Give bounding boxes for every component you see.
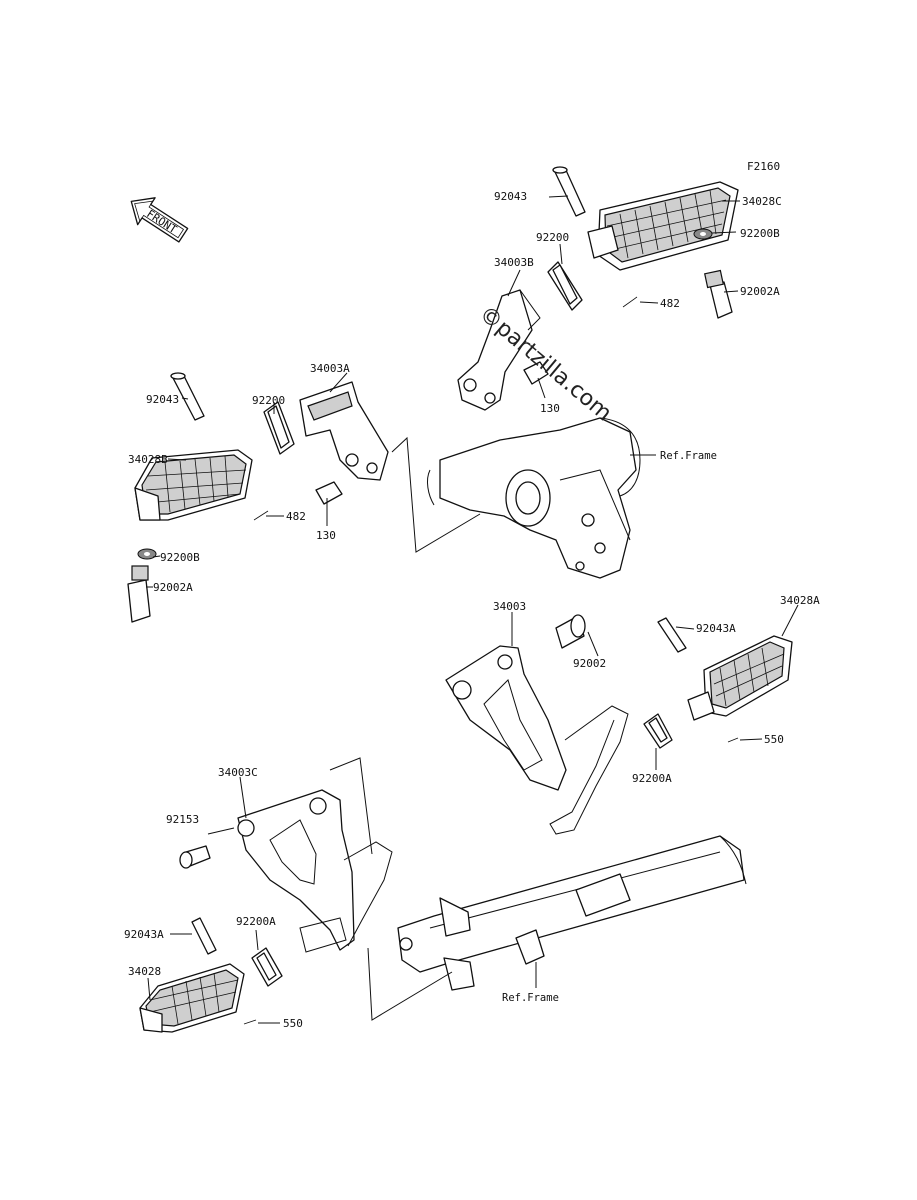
label-92200A-left: 92200A [236, 915, 276, 928]
bracket-34003 [445, 645, 629, 835]
label-92002: 92002 [573, 657, 606, 670]
label-92200B-top: 92200B [740, 227, 780, 240]
washer-92200B-top [693, 228, 713, 240]
label-482-top: 482 [660, 297, 680, 310]
assembly-reference-lines [329, 436, 481, 1021]
frame-section-top [426, 417, 641, 579]
label-92002A-left: 92002A [153, 581, 193, 594]
bracket-34003B [457, 289, 541, 411]
label-34003C: 34003C [218, 766, 258, 779]
label-92043A-left: 92043A [124, 928, 164, 941]
clevis-pin-92043A-right [657, 617, 687, 653]
clevis-pin-92043-top [552, 166, 586, 217]
bracket-34003C [237, 789, 393, 953]
frame-section-bottom [397, 835, 747, 991]
bracket-34003A [299, 381, 389, 481]
label-92200A-right: 92200A [632, 772, 672, 785]
label-34003: 34003 [493, 600, 526, 613]
figure-code: F2160 [747, 160, 780, 173]
cotter-pin-550-left [243, 1019, 257, 1025]
label-92153: 92153 [166, 813, 199, 826]
footpeg-34028A [687, 635, 793, 721]
bolt-92002 [555, 614, 586, 649]
label-482-left: 482 [286, 510, 306, 523]
clevis-pin-92043-left [170, 372, 205, 421]
label-92200-top: 92200 [536, 231, 569, 244]
footpeg-34028C [587, 181, 739, 271]
label-34003A: 34003A [310, 362, 350, 375]
cotter-pin-550-right [727, 737, 739, 743]
bolt-92002A-top [704, 269, 733, 319]
bolt-92002A-left [127, 565, 151, 623]
label-130-left: 130 [316, 529, 336, 542]
label-92200B-left: 92200B [160, 551, 200, 564]
clevis-pin-92043A-left [191, 917, 217, 955]
cotter-pin-482-top [622, 296, 638, 308]
label-34028B: 34028B [128, 453, 168, 466]
label-92043A-right: 92043A [696, 622, 736, 635]
front-arrow-icon: FRONT [130, 197, 189, 243]
washer-92200B-left [137, 548, 157, 560]
bolt-92153 [179, 845, 211, 869]
footpeg-34028B [134, 449, 253, 521]
washer-92200-left [263, 401, 295, 455]
label-34028: 34028 [128, 965, 161, 978]
cotter-pin-482-left [253, 510, 269, 521]
washer-92200A-left [251, 947, 283, 987]
label-92002A-top: 92002A [740, 285, 780, 298]
label-ref-frame-top: Ref.Frame [660, 450, 717, 462]
label-92043-left: 92043 [146, 393, 179, 406]
label-130-top: 130 [540, 402, 560, 415]
washer-92200-top [547, 261, 583, 311]
bolt-130-top [523, 361, 549, 385]
label-34028A: 34028A [780, 594, 820, 607]
label-92043-top: 92043 [494, 190, 527, 203]
leader-lines [146, 195, 799, 1024]
washer-92200A-right [643, 713, 673, 749]
label-34003B: 34003B [494, 256, 534, 269]
label-550-left: 550 [283, 1017, 303, 1030]
label-ref-frame-bottom: Ref.Frame [502, 992, 559, 1004]
label-550-right: 550 [764, 733, 784, 746]
label-34028C: 34028C [742, 195, 782, 208]
bolt-130-left [315, 481, 343, 505]
footpeg-34028 [139, 963, 245, 1033]
label-92200-left: 92200 [252, 394, 285, 407]
